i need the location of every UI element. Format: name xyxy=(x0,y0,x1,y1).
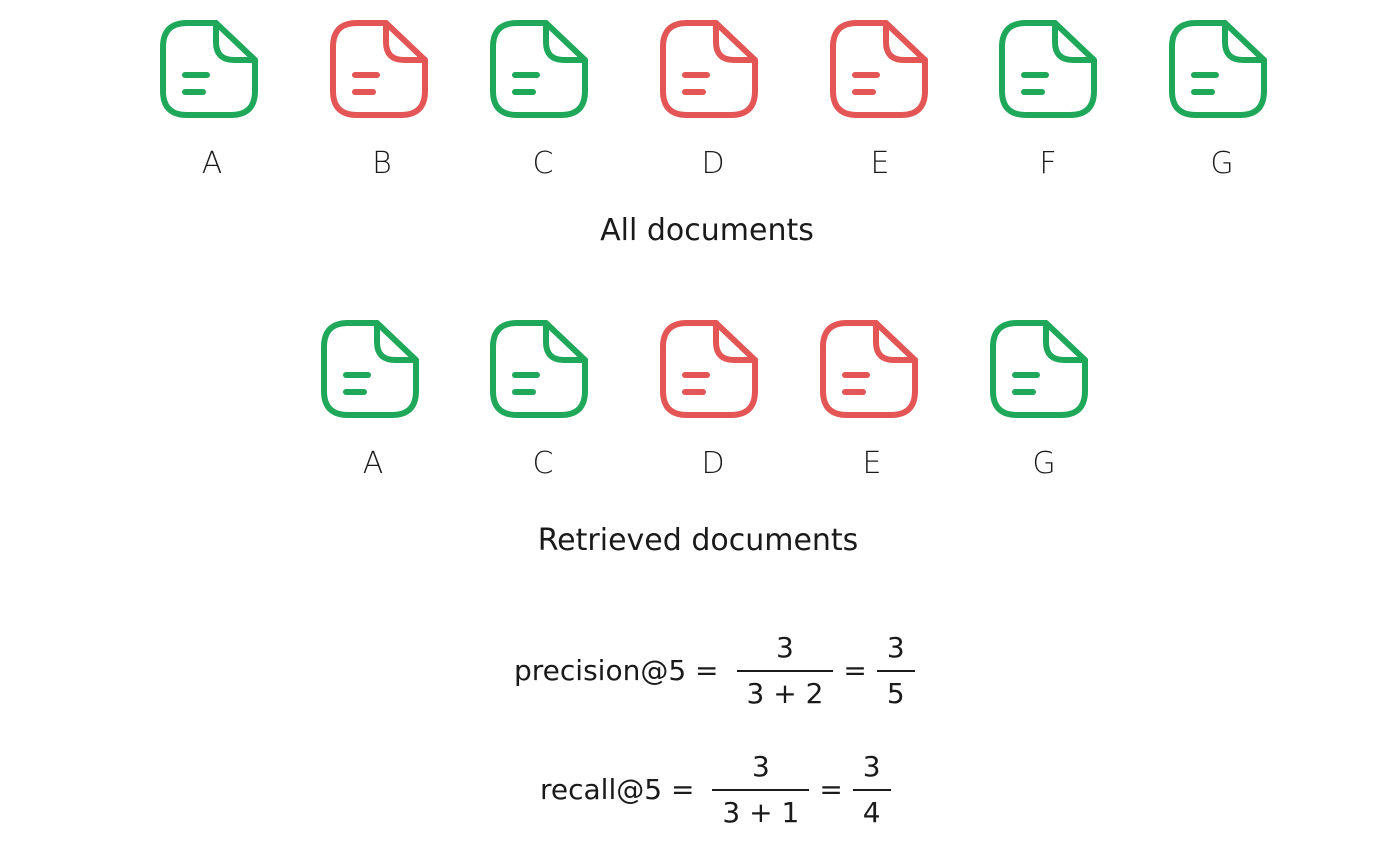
document-C: C xyxy=(489,19,589,179)
document-label: A xyxy=(201,146,223,181)
retrieved-documents-caption: Retrieved documents xyxy=(537,523,859,558)
document-label: B xyxy=(372,146,392,181)
document-icon xyxy=(819,319,919,419)
document-icon xyxy=(998,19,1098,119)
equals-sign: = xyxy=(843,654,867,688)
document-label: F xyxy=(1039,146,1057,181)
document-B: B xyxy=(329,19,429,179)
document-D: D xyxy=(659,19,759,179)
fraction-bar xyxy=(736,670,834,673)
document-label: A xyxy=(362,446,384,481)
document-label: G xyxy=(1210,146,1234,181)
document-label: C xyxy=(532,446,554,481)
fraction-denominator: 5 xyxy=(886,677,905,711)
fraction-numerator: 3 xyxy=(751,750,770,783)
document-icon xyxy=(489,319,589,419)
recall-fraction-1: 3 3 + 1 xyxy=(712,750,810,830)
document-icon xyxy=(329,19,429,119)
fraction-bar xyxy=(876,670,915,673)
document-A: A xyxy=(159,19,259,179)
document-icon xyxy=(320,319,420,419)
precision-lhs: precision@5 = xyxy=(514,654,719,688)
document-label: D xyxy=(701,146,725,181)
document-label: D xyxy=(701,446,725,481)
document-icon xyxy=(989,319,1089,419)
recall-formula: recall@5 = 3 3 + 1 = 3 4 xyxy=(540,750,897,830)
recall-fraction-2: 3 4 xyxy=(852,750,891,830)
document-icon xyxy=(829,19,929,119)
fraction-bar xyxy=(712,789,810,792)
document-G: G xyxy=(1168,19,1268,179)
document-E: E xyxy=(829,19,929,179)
all-documents-caption: All documents xyxy=(600,213,814,248)
fraction-numerator: 3 xyxy=(776,631,794,664)
retrieved-document-C: C xyxy=(489,319,589,479)
precision-fraction-1: 3 3 + 2 xyxy=(736,631,834,711)
equals-sign: = xyxy=(819,773,843,807)
fraction-denominator: 4 xyxy=(862,796,881,830)
retrieved-document-G: G xyxy=(989,319,1089,479)
document-icon xyxy=(659,19,759,119)
document-icon xyxy=(1168,19,1268,119)
precision-formula: precision@5 = 3 3 + 2 = 3 5 xyxy=(514,631,921,711)
document-F: F xyxy=(998,19,1098,179)
recall-lhs: recall@5 = xyxy=(540,773,695,807)
retrieved-document-D: D xyxy=(659,319,759,479)
document-label: G xyxy=(1032,446,1056,481)
fraction-bar xyxy=(852,789,891,792)
document-icon xyxy=(659,319,759,419)
fraction-numerator: 3 xyxy=(886,631,905,664)
document-label: C xyxy=(532,146,554,181)
retrieved-document-E: E xyxy=(819,319,919,479)
retrieved-document-A: A xyxy=(320,319,420,479)
document-icon xyxy=(159,19,259,119)
precision-fraction-2: 3 5 xyxy=(876,631,915,711)
fraction-denominator: 3 + 2 xyxy=(746,677,824,711)
document-label: E xyxy=(870,146,890,181)
fraction-numerator: 3 xyxy=(862,750,881,783)
fraction-denominator: 3 + 1 xyxy=(722,796,800,830)
document-icon xyxy=(489,19,589,119)
document-label: E xyxy=(862,446,882,481)
